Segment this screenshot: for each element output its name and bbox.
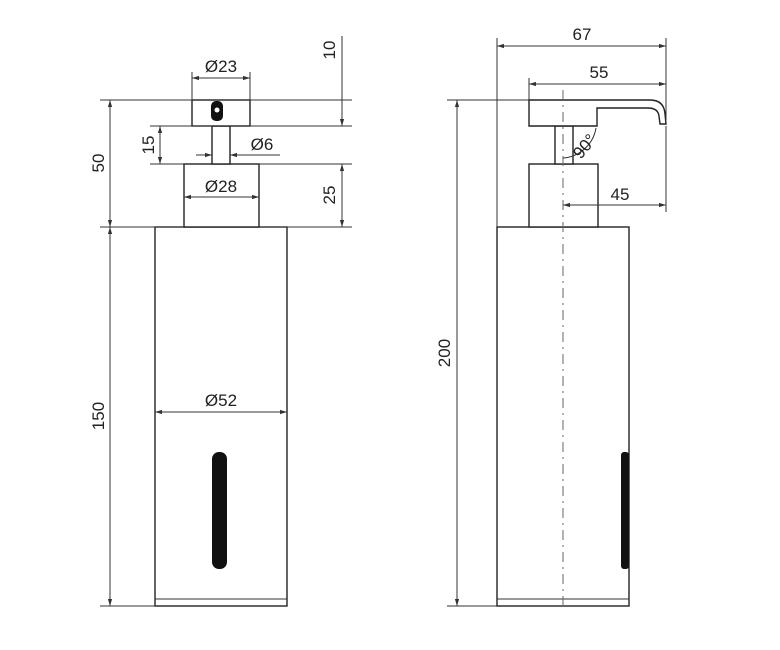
dim-label-angle: 90° [569,131,600,163]
dim-label-stem-height: 15 [139,136,158,155]
front-window-slot [212,452,227,569]
dim-label-body-height: 150 [89,402,108,430]
side-body-outline [496,226,630,607]
dim-label-top-height: 10 [320,41,339,60]
front-stem [211,125,231,165]
dim-label-body-diameter: Ø52 [205,391,237,410]
dim-label-spout-reach: 45 [611,185,630,204]
dim-label-head-height: 50 [89,154,108,173]
dim-label-head-depth: 55 [590,63,609,82]
side-pump-head [528,99,667,127]
dim-label-pump-width: Ø23 [205,57,237,76]
dim-label-collar-height: 25 [320,186,339,205]
front-nozzle-hole [213,106,221,114]
dim-label-collar-diameter: Ø28 [205,177,237,196]
dim-label-stem-diameter: Ø6 [251,135,274,154]
side-collar [528,163,599,228]
dim-arc-angle [562,127,597,159]
side-window-slot [621,452,629,569]
front-view: Ø23 10 50 15 Ø6 Ø28 25 150 Ø52 [89,36,352,607]
dim-label-total-depth: 67 [573,25,592,44]
side-view: 67 55 90° 45 200 [435,25,667,607]
dim-label-total-height: 200 [435,339,454,367]
